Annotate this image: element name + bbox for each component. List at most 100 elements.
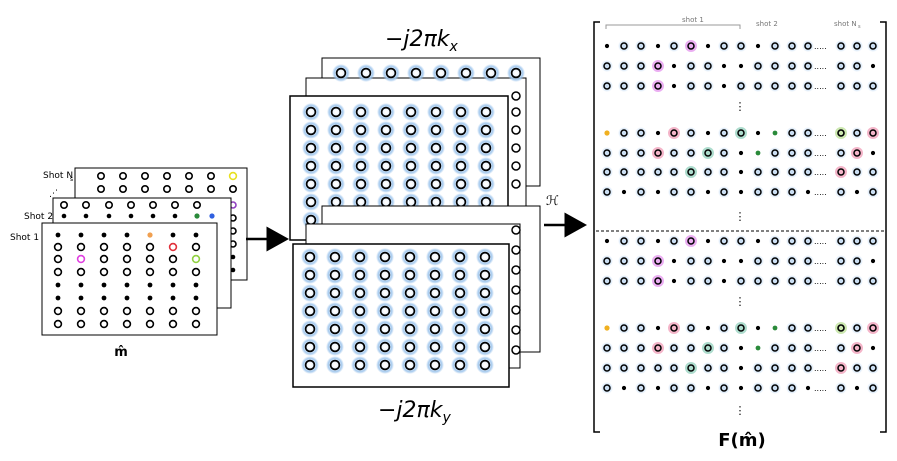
matrix-ring [788, 168, 796, 176]
matrix-ring [771, 344, 779, 352]
matrix-halo [769, 235, 781, 247]
matrix-ring [620, 277, 628, 285]
matrix-halo [867, 362, 879, 374]
glow-ring [379, 359, 391, 371]
shot-2-header: shot 2 [756, 20, 778, 28]
matrix-ring [637, 82, 645, 90]
dot-point [172, 213, 178, 219]
glow-halo [326, 284, 344, 302]
matrix-ring [637, 384, 645, 392]
glow-ring [304, 305, 316, 317]
glow-halo [327, 103, 345, 121]
matrix-green-dot [772, 130, 778, 136]
matrix-halo [668, 40, 680, 52]
matrix-ellipsis: ..... [814, 364, 827, 373]
dot-point [101, 295, 107, 301]
edge-ring [511, 245, 521, 255]
glow-halo [402, 175, 420, 193]
matrix-halo [652, 275, 664, 287]
shot-n-label: Shot N [43, 171, 73, 181]
matrix-ring [620, 82, 628, 90]
matrix-dot [738, 150, 744, 156]
matrix-dot [621, 385, 627, 391]
matrix-ring [869, 237, 877, 245]
matrix-ring [853, 364, 861, 372]
matrix-halo [786, 342, 798, 354]
glow-halo [451, 356, 469, 374]
glow-halo [452, 121, 470, 139]
matrix-dot [738, 365, 744, 371]
glow-halo [451, 320, 469, 338]
matrix-ring [804, 62, 812, 70]
glow-ring [335, 67, 347, 79]
matrix-halo [718, 382, 730, 394]
glow-halo [302, 103, 320, 121]
matrix-ring [687, 324, 695, 332]
matrix-ring [670, 188, 678, 196]
matrix-ring [771, 188, 779, 196]
dot-point [124, 282, 130, 288]
edge-ring [511, 107, 521, 117]
glow-halo [327, 157, 345, 175]
matrix-ring [788, 257, 796, 265]
glow-ring [410, 67, 422, 79]
matrix-ring [603, 168, 611, 176]
matrix-ring [637, 257, 645, 265]
dot-point [55, 232, 61, 238]
matrix-halo [851, 255, 863, 267]
dot-point [61, 213, 67, 219]
matrix-halo [835, 255, 847, 267]
glow-ring [405, 106, 417, 118]
matrix-halo [786, 166, 798, 178]
matrix-ring [720, 149, 728, 157]
glow-ring [379, 251, 391, 263]
matrix-dot [854, 189, 860, 195]
dot-point [230, 254, 236, 260]
matrix-dot [671, 83, 677, 89]
matrix-halo [851, 362, 863, 374]
matrix-ring [603, 344, 611, 352]
matrix-halo [652, 80, 664, 92]
matrix-ring [837, 129, 845, 137]
matrix-halo [718, 362, 730, 374]
matrix-ring [837, 188, 845, 196]
glow-ring [330, 178, 342, 190]
matrix-halo [851, 127, 863, 139]
ring-point [119, 185, 128, 194]
matrix-halo [668, 127, 680, 139]
matrix-ring [603, 257, 611, 265]
matrix-halo [618, 322, 630, 334]
glow-ring [329, 251, 341, 263]
glow-halo [377, 103, 395, 121]
vdots-1: ⋮ [735, 100, 746, 113]
glow-ring [454, 359, 466, 371]
glow-ring [454, 341, 466, 353]
glow-halo [476, 338, 494, 356]
matrix-halo [618, 80, 630, 92]
matrix-dot [755, 325, 761, 331]
matrix-ring [670, 344, 678, 352]
glow-ring [429, 341, 441, 353]
matrix-ring [670, 324, 678, 332]
matrix-ring [603, 149, 611, 157]
glow-halo [507, 64, 525, 82]
matrix-halo [668, 235, 680, 247]
matrix-halo [835, 80, 847, 92]
glow-halo [426, 248, 444, 266]
matrix-dot [738, 385, 744, 391]
glow-halo [401, 266, 419, 284]
edge-ring [511, 225, 521, 235]
glow-ring [405, 178, 417, 190]
matrix-ring [771, 384, 779, 392]
matrix-ring [687, 82, 695, 90]
glow-ring [380, 142, 392, 154]
matrix-halo [652, 147, 664, 159]
glow-ring [429, 269, 441, 281]
glow-ring [354, 341, 366, 353]
matrix-halo [618, 147, 630, 159]
ring-point [191, 306, 201, 316]
glow-ring [479, 323, 491, 335]
matrix-halo [635, 235, 647, 247]
glow-ring [329, 359, 341, 371]
ring-point [145, 242, 155, 252]
